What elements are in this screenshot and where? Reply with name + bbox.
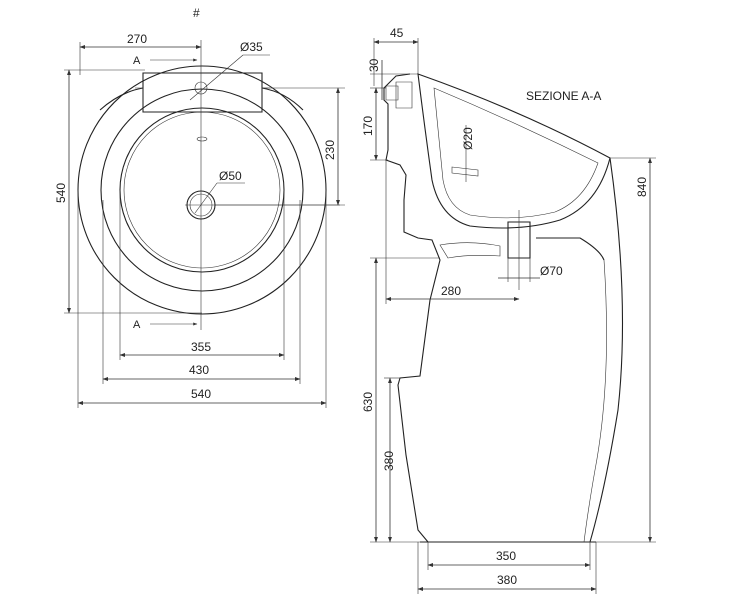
rim-outline bbox=[100, 88, 304, 292]
dim-840: 840 bbox=[635, 177, 649, 197]
dim-540-vertical: 540 bbox=[54, 183, 68, 203]
dim-30: 30 bbox=[367, 58, 381, 72]
dim-drain-pipe: Ø70 bbox=[540, 264, 563, 278]
wall-back-detail bbox=[395, 81, 413, 109]
pedestal-top-right bbox=[536, 237, 605, 261]
hash-mark: # bbox=[193, 6, 200, 20]
dim-380-vertical: 380 bbox=[382, 451, 396, 471]
wall-back-profile bbox=[383, 73, 441, 543]
leader-drain bbox=[194, 182, 218, 214]
tap-stub bbox=[385, 85, 399, 101]
back-ledge-curve-left bbox=[99, 87, 144, 111]
section-view: SEZIONE A-A 45 30 170 bbox=[361, 26, 656, 594]
dim-540-horizontal: 540 bbox=[191, 387, 211, 401]
section-marker-bottom: A bbox=[133, 319, 141, 331]
back-ledge-outline bbox=[142, 72, 263, 113]
overflow-hole bbox=[196, 136, 208, 142]
top-view: # A A 270 Ø35 bbox=[54, 6, 345, 408]
dim-270: 270 bbox=[127, 32, 147, 46]
overflow-channel bbox=[451, 166, 479, 177]
pedestal-inner-profile bbox=[583, 259, 607, 543]
dim-tap-hole: Ø35 bbox=[240, 40, 263, 54]
dim-355: 355 bbox=[191, 340, 211, 354]
outer-shell-outline bbox=[77, 65, 327, 315]
dim-230: 230 bbox=[323, 140, 337, 160]
basin-bowl-inner bbox=[433, 87, 599, 219]
section-title: SEZIONE A-A bbox=[526, 89, 601, 103]
back-wing-left bbox=[135, 87, 144, 112]
basin-outline bbox=[119, 107, 285, 273]
dim-430: 430 bbox=[189, 363, 209, 377]
leader-tap-hole bbox=[189, 54, 244, 101]
dim-280: 280 bbox=[441, 284, 461, 298]
dim-170: 170 bbox=[361, 116, 375, 136]
basin-bowl-outer bbox=[417, 73, 611, 229]
pedestal-front-profile bbox=[589, 157, 624, 543]
dim-350: 350 bbox=[496, 549, 516, 563]
dim-overflow: Ø20 bbox=[461, 127, 475, 150]
back-wing-right bbox=[261, 87, 270, 112]
section-marker-top: A bbox=[133, 55, 141, 67]
dim-630: 630 bbox=[361, 392, 375, 412]
back-ledge-curve-right bbox=[261, 87, 304, 111]
basin-inner-outline bbox=[123, 111, 281, 269]
dim-drain-hole: Ø50 bbox=[219, 169, 242, 183]
drain-outlet bbox=[439, 242, 501, 259]
dim-380-horizontal: 380 bbox=[497, 573, 517, 587]
dim-45: 45 bbox=[390, 26, 404, 40]
